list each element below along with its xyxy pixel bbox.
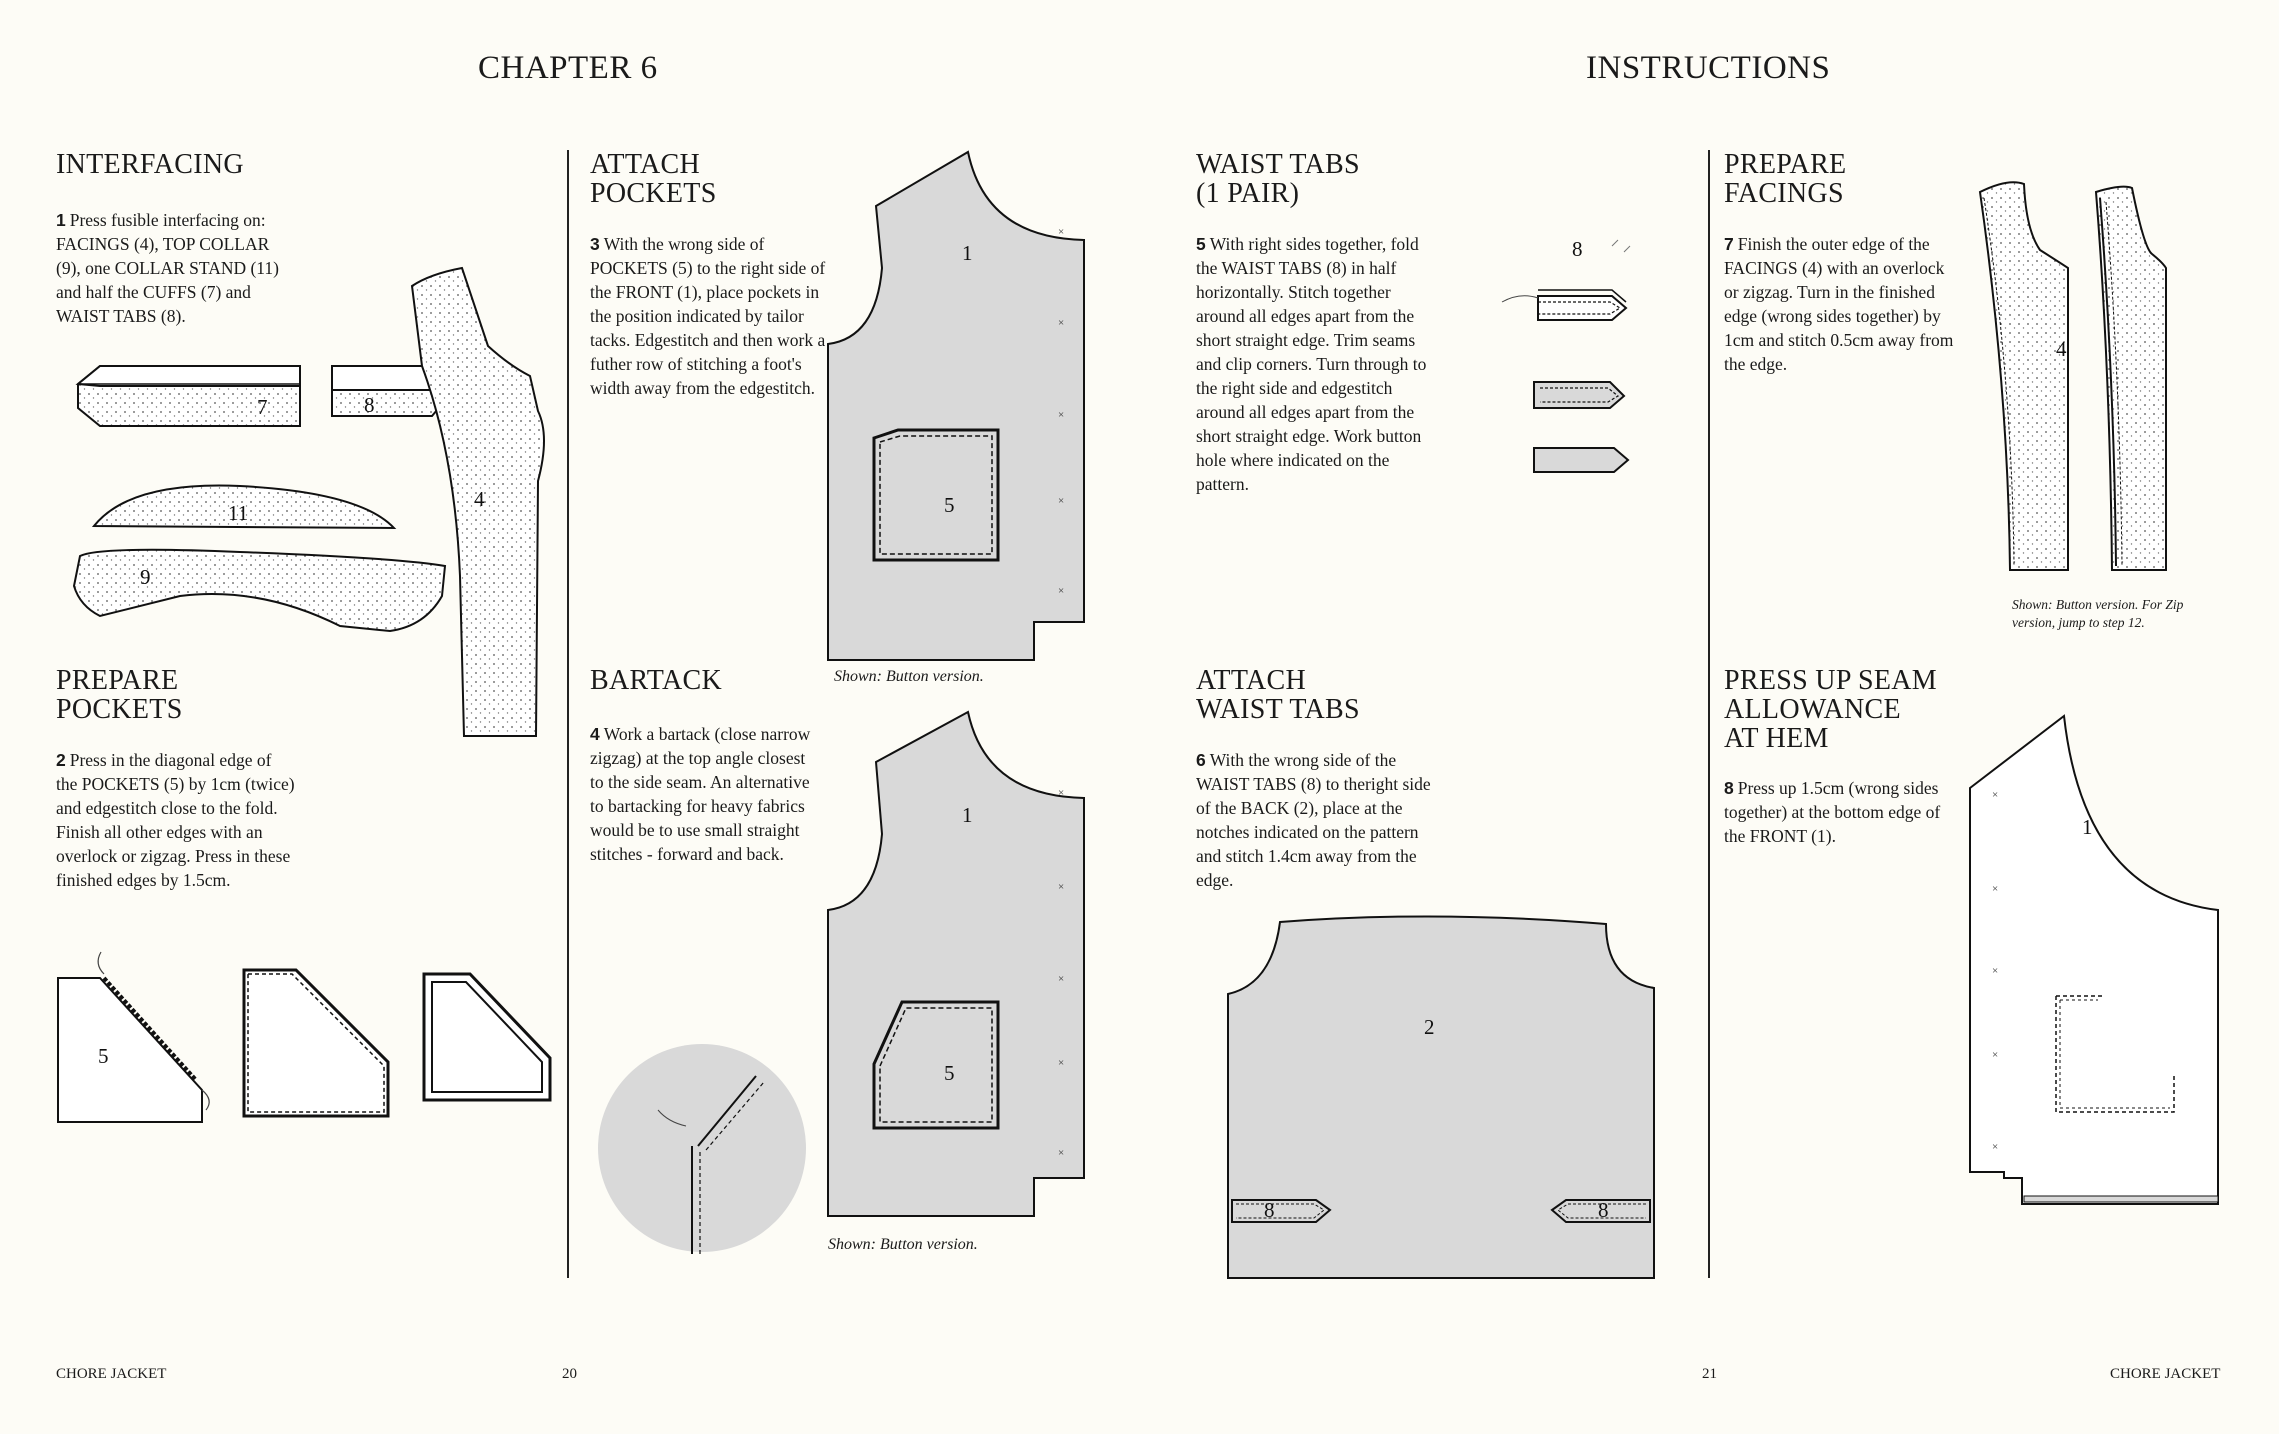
step-body: With right sides together, fold the WAIS… — [1196, 234, 1427, 494]
svg-text:×: × — [1058, 585, 1064, 597]
step-number: 3 — [590, 234, 600, 254]
section-title-prepare-facings: PREPARE FACINGS — [1724, 149, 1847, 209]
step-number: 5 — [1196, 234, 1206, 254]
svg-text:×: × — [1058, 881, 1064, 893]
page-number-right: 21 — [1702, 1366, 1717, 1382]
section-title-interfacing: INTERFACING — [56, 149, 244, 180]
piece-label-front: 1 — [962, 803, 973, 827]
svg-text:×: × — [1992, 965, 1998, 977]
section-title-hem: PRESS UP SEAM ALLOWANCE AT HEM — [1724, 665, 1937, 754]
step-body: Press up 1.5cm (wrong sides together) at… — [1724, 778, 1941, 846]
back-with-tabs-illustration: 2 8 8 — [1227, 915, 1655, 1279]
section-title-waist-tabs: WAIST TABS (1 PAIR) — [1196, 149, 1360, 209]
piece-label-tab: 8 — [1598, 1198, 1609, 1222]
svg-text:×: × — [1992, 789, 1998, 801]
svg-text:×: × — [1058, 973, 1064, 985]
piece-label-pocket: 5 — [944, 493, 955, 517]
svg-text:×: × — [1992, 1049, 1998, 1061]
step-body: Work a bartack (close narrow zigzag) at … — [590, 724, 811, 864]
section-title-prepare-pockets: PREPARE POCKETS — [56, 665, 183, 725]
section-title-bartack: BARTACK — [590, 665, 722, 696]
piece-label-cuff: 7 — [257, 395, 268, 419]
step-body: Press fusible interfacing on: FACINGS (4… — [56, 210, 279, 326]
step-body: Press in the diagonal edge of the POCKET… — [56, 750, 295, 890]
illustration-caption: Shown: Button version. — [828, 1236, 978, 1253]
step-number: 6 — [1196, 750, 1206, 770]
piece-label-collar-stand: 11 — [228, 501, 248, 525]
piece-label-tab: 8 — [1264, 1198, 1275, 1222]
illustration-caption: Shown: Button version. — [834, 668, 984, 685]
svg-text:×: × — [1058, 409, 1064, 421]
interfacing-pieces-illustration: 7 8 11 9 4 — [72, 266, 545, 737]
piece-label-front: 1 — [2082, 815, 2093, 839]
svg-text:×: × — [1058, 787, 1064, 799]
section-title-attach-pockets: ATTACH POCKETS — [590, 149, 717, 209]
svg-text:×: × — [1992, 883, 1998, 895]
pocket-prep-illustration: 5 — [57, 951, 552, 1123]
piece-label-front: 1 — [962, 241, 973, 265]
svg-text:×: × — [1058, 317, 1064, 329]
piece-label-pocket: 5 — [98, 1044, 109, 1068]
bartack-detail-circle — [598, 1044, 806, 1254]
chapter-heading: CHAPTER 6 — [478, 50, 658, 86]
svg-text:×: × — [1058, 495, 1064, 507]
step-number: 4 — [590, 724, 600, 744]
piece-label-tab: 8 — [364, 393, 375, 417]
instructions-heading: INSTRUCTIONS — [1586, 50, 1831, 86]
piece-label-facing: 4 — [2056, 337, 2067, 361]
facing-finish-illustration: 4 — [1978, 181, 2167, 571]
step-body: With the wrong side of POCKETS (5) to th… — [590, 234, 826, 398]
svg-text:×: × — [1058, 226, 1064, 238]
front-hem-illustration: × × × × × 1 — [1969, 714, 2219, 1205]
running-footer-left: CHORE JACKET — [56, 1366, 167, 1382]
running-footer-right: CHORE JACKET — [2110, 1366, 2221, 1382]
piece-label-pocket: 5 — [944, 1061, 955, 1085]
column-divider — [1708, 150, 1710, 1278]
step-body: Finish the outer edge of the FACINGS (4)… — [1724, 234, 1954, 374]
waist-tab-steps-illustration: 8 — [1501, 237, 1631, 473]
step-number: 8 — [1724, 778, 1734, 798]
svg-text:×: × — [1992, 1141, 1998, 1153]
piece-label-back: 2 — [1424, 1015, 1435, 1039]
piece-label-facing: 4 — [474, 487, 485, 511]
front-with-pocket-illustration: × × × × × 1 5 — [827, 150, 1085, 661]
column-divider — [567, 150, 569, 1278]
step-number: 7 — [1724, 234, 1734, 254]
step-number: 2 — [56, 750, 66, 770]
piece-label-tab: 8 — [1572, 237, 1583, 261]
svg-text:×: × — [1058, 1057, 1064, 1069]
front-bartack-illustration: × × × × × 1 5 — [827, 710, 1085, 1217]
section-title-attach-waist-tabs: ATTACH WAIST TABS — [1196, 665, 1360, 725]
svg-text:×: × — [1058, 1147, 1064, 1159]
illustration-caption: Shown: Button version. For Zip version, … — [2012, 597, 2184, 630]
step-number: 1 — [56, 210, 66, 230]
step-body: With the wrong side of the WAIST TABS (8… — [1196, 750, 1431, 890]
piece-label-collar: 9 — [140, 565, 151, 589]
page-number-left: 20 — [562, 1366, 577, 1382]
